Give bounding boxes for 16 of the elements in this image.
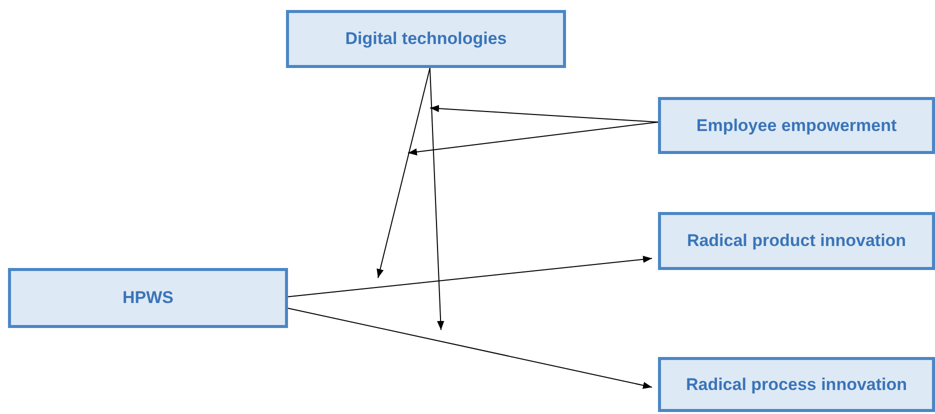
concept-box	[286, 10, 566, 68]
concept-box	[658, 97, 935, 154]
arrow	[288, 256, 652, 298]
box-label: Radical product innovation	[686, 231, 906, 251]
box-label: Digital technologies	[345, 29, 507, 49]
box-label: HPWS	[122, 288, 174, 308]
concept-box	[658, 212, 935, 270]
arrow	[408, 122, 658, 156]
arrow	[429, 68, 444, 330]
arrow	[430, 104, 658, 123]
concept-box	[8, 268, 288, 328]
box-label: Radical process innovation	[686, 374, 908, 394]
box-label: Employee empowerment	[696, 116, 897, 136]
arrow	[288, 308, 652, 389]
arrow	[376, 68, 430, 278]
concept-box	[658, 357, 935, 412]
